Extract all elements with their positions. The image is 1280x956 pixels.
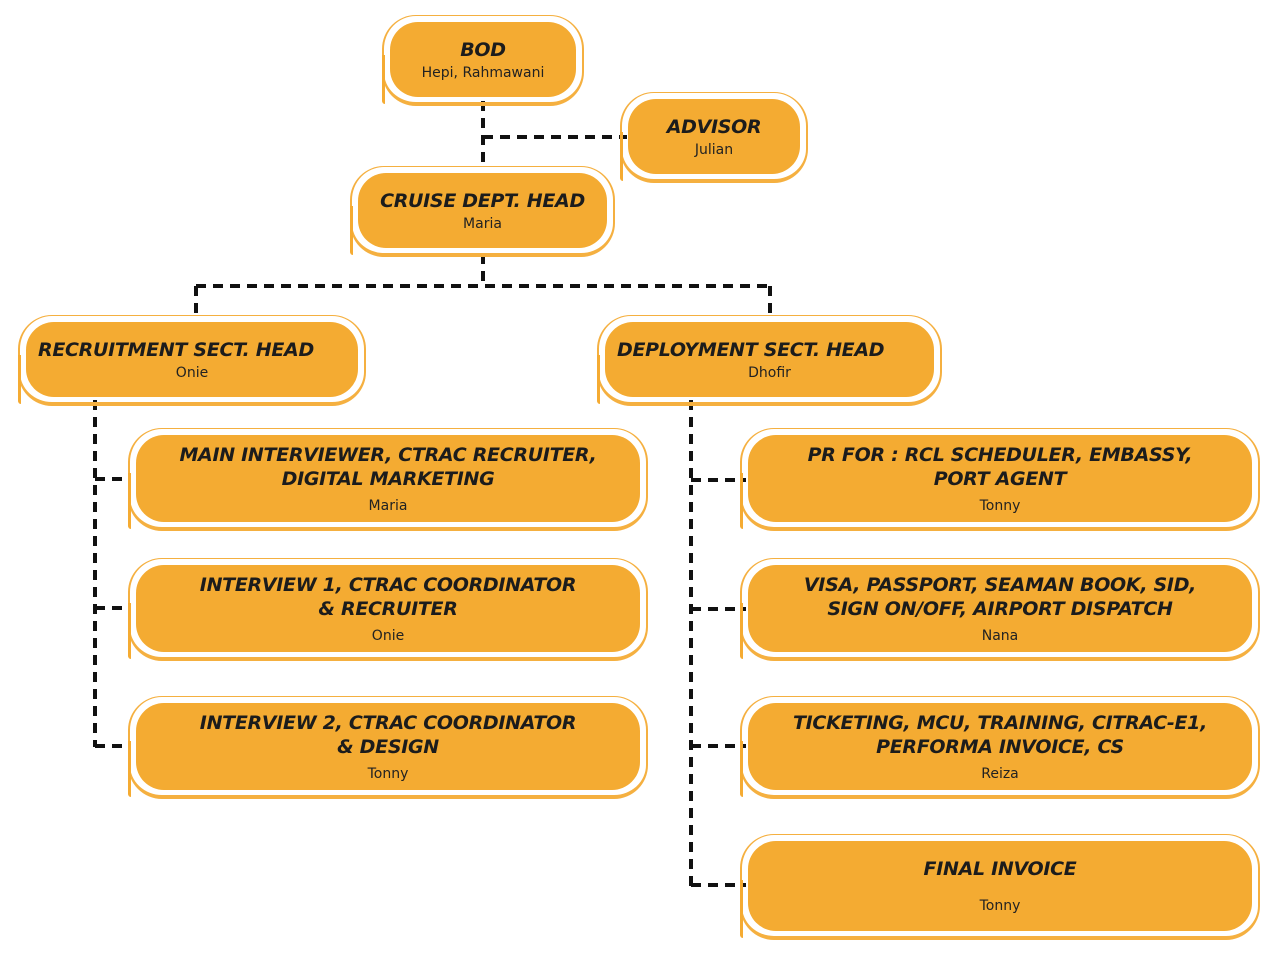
node-deployment-child: VISA, PASSPORT, SEAMAN BOOK, SID, SIGN O… <box>740 558 1260 661</box>
node-recruitment-child: MAIN INTERVIEWER, CTRAC RECRUITER, DIGIT… <box>128 428 648 531</box>
node-deployment-child: FINAL INVOICE Tonny <box>740 834 1260 940</box>
node-outline <box>128 696 648 799</box>
node-outline <box>18 315 366 406</box>
node-outline <box>740 696 1260 799</box>
node-title: MAIN INTERVIEWER, CTRAC RECRUITER, DIGIT… <box>179 443 597 490</box>
node-outline <box>128 558 648 661</box>
node-outline <box>740 558 1260 661</box>
node-title: DEPLOYMENT SECT. HEAD <box>617 338 885 361</box>
node-title: FINAL INVOICE <box>923 858 1077 880</box>
node-outline <box>620 92 808 183</box>
node-title: ADVISOR <box>666 115 762 138</box>
node-title: CRUISE DEPT. HEAD <box>380 189 585 212</box>
node-bod: BOD Hepi, Rahmawani <box>382 15 584 106</box>
node-outline <box>740 428 1260 531</box>
node-box: RECRUITMENT SECT. HEAD Onie <box>26 322 358 397</box>
node-box: INTERVIEW 2, CTRAC COORDINATOR & DESIGN … <box>136 703 640 790</box>
node-recruitment-sect-head: RECRUITMENT SECT. HEAD Onie <box>18 315 366 406</box>
node-person: Hepi, Rahmawani <box>421 64 545 81</box>
node-recruitment-child: INTERVIEW 1, CTRAC COORDINATOR & RECRUIT… <box>128 558 648 661</box>
node-outline <box>350 166 615 257</box>
node-box: INTERVIEW 1, CTRAC COORDINATOR & RECRUIT… <box>136 565 640 652</box>
node-box: BOD Hepi, Rahmawani <box>390 22 576 97</box>
node-box: MAIN INTERVIEWER, CTRAC RECRUITER, DIGIT… <box>136 435 640 522</box>
node-title: VISA, PASSPORT, SEAMAN BOOK, SID, SIGN O… <box>803 573 1197 620</box>
node-recruitment-child: INTERVIEW 2, CTRAC COORDINATOR & DESIGN … <box>128 696 648 799</box>
node-box: TICKETING, MCU, TRAINING, CITRAC-E1, PER… <box>748 703 1252 790</box>
node-person: Julian <box>694 141 734 158</box>
node-deployment-child: TICKETING, MCU, TRAINING, CITRAC-E1, PER… <box>740 696 1260 799</box>
node-person: Onie <box>175 364 209 381</box>
node-title: PR FOR : RCL SCHEDULER, EMBASSY, PORT AG… <box>807 443 1193 490</box>
node-deployment-sect-head: DEPLOYMENT SECT. HEAD Dhofir <box>597 315 942 406</box>
node-person: Nana <box>981 627 1019 644</box>
node-box: PR FOR : RCL SCHEDULER, EMBASSY, PORT AG… <box>748 435 1252 522</box>
node-person: Dhofir <box>748 364 791 381</box>
node-person: Maria <box>463 215 502 232</box>
node-person: Tonny <box>979 497 1021 514</box>
node-box: ADVISOR Julian <box>628 99 800 174</box>
node-person: Tonny <box>367 765 409 782</box>
node-box: CRUISE DEPT. HEAD Maria <box>358 173 607 248</box>
node-outline <box>597 315 942 406</box>
node-cruise-dept-head: CRUISE DEPT. HEAD Maria <box>350 166 615 257</box>
node-title: TICKETING, MCU, TRAINING, CITRAC-E1, PER… <box>793 711 1207 758</box>
node-advisor: ADVISOR Julian <box>620 92 808 183</box>
node-outline <box>382 15 584 106</box>
node-deployment-child: PR FOR : RCL SCHEDULER, EMBASSY, PORT AG… <box>740 428 1260 531</box>
node-person: Onie <box>371 627 405 644</box>
node-outline <box>740 834 1260 940</box>
node-box: DEPLOYMENT SECT. HEAD Dhofir <box>605 322 934 397</box>
node-box: VISA, PASSPORT, SEAMAN BOOK, SID, SIGN O… <box>748 565 1252 652</box>
node-outline <box>128 428 648 531</box>
node-title: RECRUITMENT SECT. HEAD <box>38 338 314 361</box>
node-title: INTERVIEW 2, CTRAC COORDINATOR & DESIGN <box>199 711 577 758</box>
node-person: Reiza <box>981 765 1019 782</box>
node-person: Tonny <box>979 898 1021 914</box>
node-person: Maria <box>368 497 408 514</box>
node-box: FINAL INVOICE Tonny <box>748 841 1252 931</box>
node-title: INTERVIEW 1, CTRAC COORDINATOR & RECRUIT… <box>199 573 577 620</box>
node-title: BOD <box>460 38 506 61</box>
